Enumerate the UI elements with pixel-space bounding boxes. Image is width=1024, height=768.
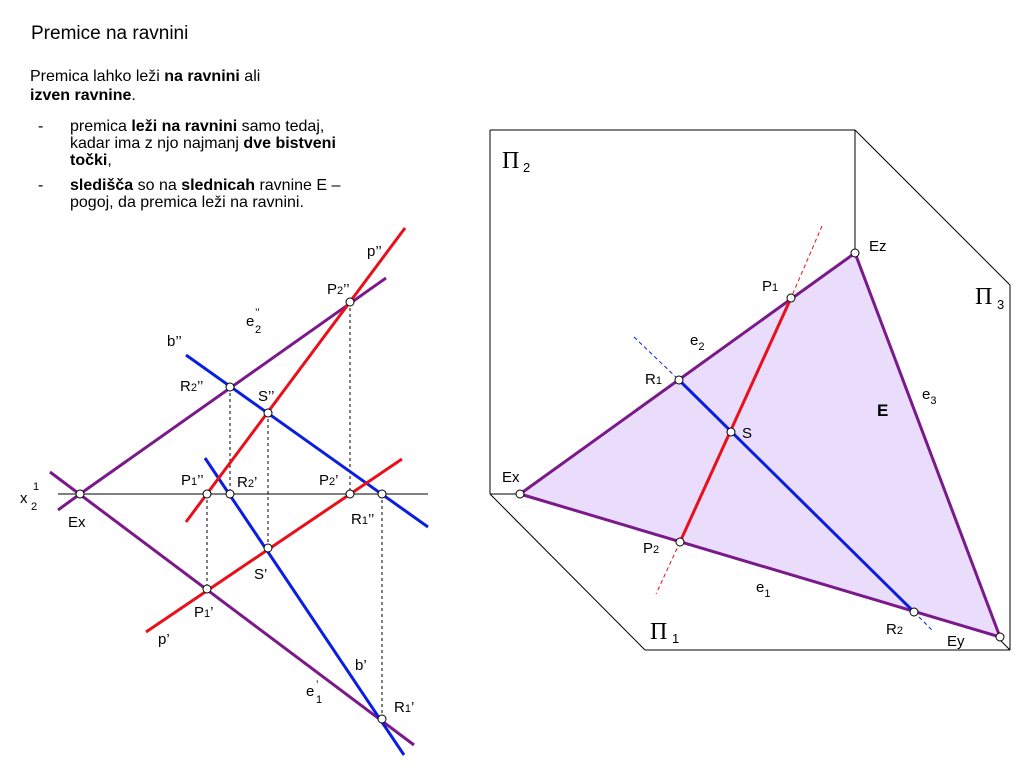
- projection-points: [75, 297, 387, 724]
- page-title: Premice na ravnini: [31, 23, 189, 44]
- label-Ez: Ez: [869, 238, 887, 255]
- label-Ex-right: Ex: [502, 469, 520, 486]
- label-P2-top: P2’: [319, 472, 338, 489]
- list-item: - sledišča so na slednicah ravnine E – p…: [38, 177, 341, 211]
- line-b-top: [203, 457, 406, 756]
- trace-e-left-stub: [57, 492, 81, 512]
- label-Ex-left: Ex: [68, 514, 86, 531]
- orthographic-projection: x 1 2 p’’ b’’ e ’’ 2 P2’’ R2’’ S’’ P1’’ …: [20, 227, 429, 756]
- line-p-extension: [655, 541, 681, 595]
- bullet-list: - premica leži na ravnini samo tedaj, ka…: [30, 118, 350, 219]
- line-b: [677, 378, 916, 614]
- label-x21: x: [20, 490, 28, 507]
- label-P1-front: P1’’: [181, 472, 204, 489]
- svg-text:3: 3: [997, 297, 1004, 312]
- label-R1: R1: [645, 371, 662, 388]
- label-e3-right: e3: [922, 386, 936, 407]
- label-S: S: [742, 425, 752, 442]
- svg-text:2: 2: [31, 501, 37, 513]
- label-Pi2: Π: [502, 148, 519, 174]
- label-Pi1: Π: [650, 619, 667, 645]
- label-R2-top: R2’: [237, 474, 257, 491]
- line-p-top: [145, 457, 403, 634]
- label-p-front: p’’: [367, 243, 382, 260]
- line-b-extension: [913, 611, 934, 632]
- label-e2: e: [246, 313, 254, 330]
- label-e1: e: [306, 683, 314, 700]
- line-p-front: [184, 227, 407, 523]
- label-Pi3: Π: [975, 284, 992, 310]
- ordinal-lines: [206, 302, 383, 719]
- trace-e1-top: [49, 470, 415, 747]
- axonometric-points: [515, 248, 1005, 642]
- plane-E-traces: [519, 251, 1002, 639]
- label-plane-E: E: [877, 401, 888, 420]
- label-e2-right: e2: [690, 332, 704, 353]
- svg-text:’’: ’’: [255, 307, 260, 319]
- label-S-top: S’: [254, 566, 267, 583]
- svg-text:2: 2: [255, 324, 261, 336]
- label-R1-front: R1’’: [351, 511, 374, 528]
- list-item: - premica leži na ravnini samo tedaj, ka…: [38, 118, 336, 169]
- svg-text:1: 1: [316, 694, 322, 706]
- label-R1-top: R1’: [394, 699, 414, 716]
- label-S-front: S’’: [258, 388, 274, 405]
- label-P1: P1: [762, 278, 778, 295]
- label-b-front: b’’: [167, 333, 182, 350]
- line-p: [678, 297, 793, 543]
- label-Ey: Ey: [947, 633, 965, 650]
- line-p-extension: [790, 225, 823, 299]
- line-b-front: [185, 353, 429, 529]
- svg-text:1: 1: [33, 481, 39, 493]
- svg-text:1: 1: [672, 631, 679, 646]
- label-R2: R2: [886, 621, 903, 638]
- line-b-extension: [633, 336, 680, 381]
- label-e1-right: e1: [756, 579, 770, 600]
- label-p-top: p’: [158, 631, 170, 648]
- svg-text:’: ’: [316, 679, 318, 691]
- plane-E: [520, 253, 1000, 637]
- label-P2-front: P2’’: [327, 281, 350, 298]
- intro-text: Premica lahko leži na ravnini ali izven …: [30, 68, 261, 104]
- axonometric-view: Π 2 Π 3 Π 1 Ez Ex Ey E S P1 P2 R1 R2 e2 …: [489, 129, 1011, 651]
- label-R2-front: R2’’: [180, 378, 203, 395]
- svg-text:2: 2: [523, 160, 530, 175]
- label-b-top: b’: [355, 657, 367, 674]
- label-P1-top: P1’: [194, 604, 213, 621]
- label-P2: P2: [643, 540, 659, 557]
